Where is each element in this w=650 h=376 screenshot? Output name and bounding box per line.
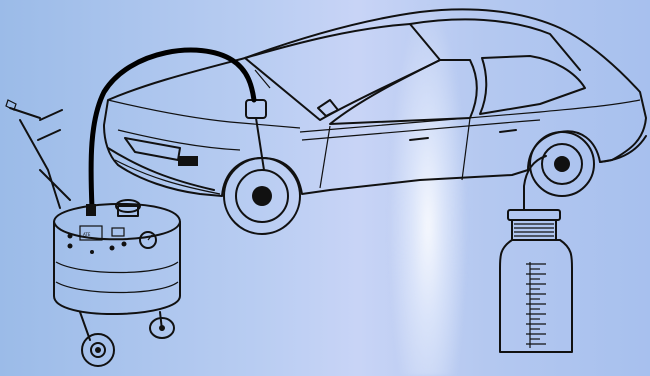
car-side-mirror (318, 100, 338, 116)
car-front-wheel (224, 158, 300, 234)
supply-hose (91, 50, 254, 208)
unit-tank (54, 204, 180, 314)
car-front-window (330, 60, 477, 124)
car-rear-wheel (530, 132, 594, 196)
car-indicator-light (178, 156, 198, 166)
bottle-body (500, 240, 572, 352)
unit-front-wheel (82, 334, 114, 366)
car-rear-window (480, 56, 585, 114)
car (104, 9, 646, 234)
car-windshield (245, 24, 440, 120)
bottle-scale (526, 262, 546, 348)
unit-handle (20, 110, 70, 208)
bottle-cap (508, 210, 560, 220)
svg-text:ATE: ATE (83, 232, 91, 237)
collection-bottle (500, 210, 572, 352)
